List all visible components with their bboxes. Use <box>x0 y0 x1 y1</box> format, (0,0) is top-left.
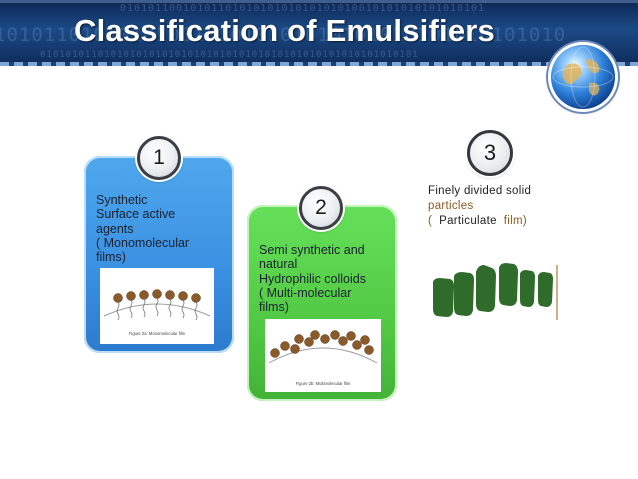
binary-pattern: 0101010110101010101010101010101010101010… <box>40 50 419 60</box>
figure-2-caption: Figure 2b: Multimolecular film <box>296 381 351 386</box>
card-1-line: agents <box>96 221 134 236</box>
banner-bottom-stripe <box>0 62 638 66</box>
card-1-text: Synthetic Surface active agents ( Monomo… <box>96 193 226 264</box>
item-3-paren: ( <box>428 215 433 227</box>
item-3-line-1: Finely divided solid <box>428 185 532 197</box>
card-2-line: ( Multi-molecular <box>259 285 352 300</box>
item-3-line-2: particles <box>428 200 474 212</box>
card-1-line: films) <box>96 250 126 265</box>
header-banner: 0101011001010110101010101010101010010101… <box>0 0 638 66</box>
binary-pattern: 1010110101010100101010101010101010101010… <box>0 24 567 46</box>
particulate-film-illustration <box>432 262 562 327</box>
card-1-line: Synthetic <box>96 193 148 207</box>
card-2-line: Semi synthetic and <box>259 243 365 257</box>
binary-pattern: 0101011001010110101010101010101010010101… <box>120 3 486 14</box>
figure-1-caption: Figure 2a: Monomolecular film <box>129 331 186 336</box>
item-3-line-3: ( Particulate film) <box>428 215 527 227</box>
slide-title: Classification of Emulsifiers <box>74 13 495 48</box>
card-2-line: films) <box>259 300 289 315</box>
card-1-line: ( Monomolecular <box>96 235 190 250</box>
number-badge-3: 3 <box>467 130 513 176</box>
number-badge-1: 1 <box>137 136 181 180</box>
card-1-line: Surface active <box>96 207 176 222</box>
number-badge-2: 2 <box>299 186 343 230</box>
card-2-line: natural <box>259 257 298 272</box>
banner-top-stripe <box>0 0 638 3</box>
item-3-word: film) <box>503 215 527 227</box>
card-2-line: Hydrophilic colloids <box>259 271 366 286</box>
globe-icon <box>551 45 615 109</box>
multimolecular-film-figure: Figure 2b: Multimolecular film <box>265 319 381 392</box>
monomolecular-film-figure: Figure 2a: Monomolecular film <box>100 268 214 344</box>
card-2-text: Semi synthetic and natural Hydrophilic c… <box>259 243 391 314</box>
item-3-word: Particulate <box>439 215 497 227</box>
